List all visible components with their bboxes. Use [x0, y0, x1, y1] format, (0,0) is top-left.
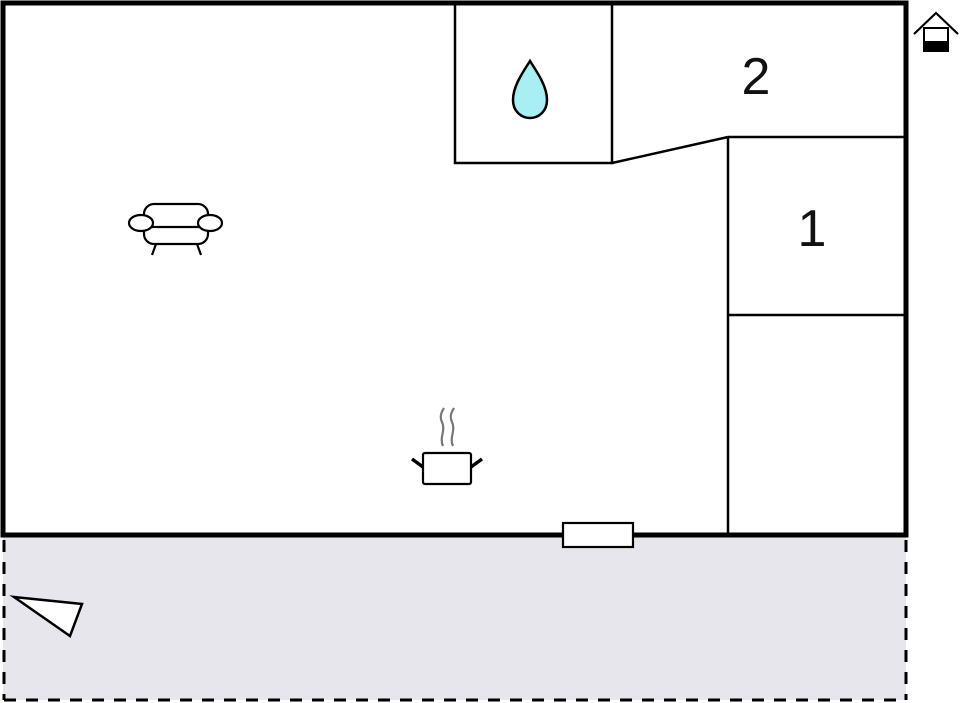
cooking-pot-icon: [410, 407, 484, 486]
house-level-icon: [913, 11, 959, 52]
terrace-area: [2, 536, 908, 702]
room-label-2: 2: [742, 48, 771, 106]
door-icon: [561, 521, 635, 549]
room-label-1: 1: [798, 200, 827, 258]
interior-walls: [453, 4, 905, 533]
north-arrow-icon: [9, 595, 84, 638]
sofa-icon: [127, 202, 224, 256]
water-drop-icon: [511, 58, 549, 120]
